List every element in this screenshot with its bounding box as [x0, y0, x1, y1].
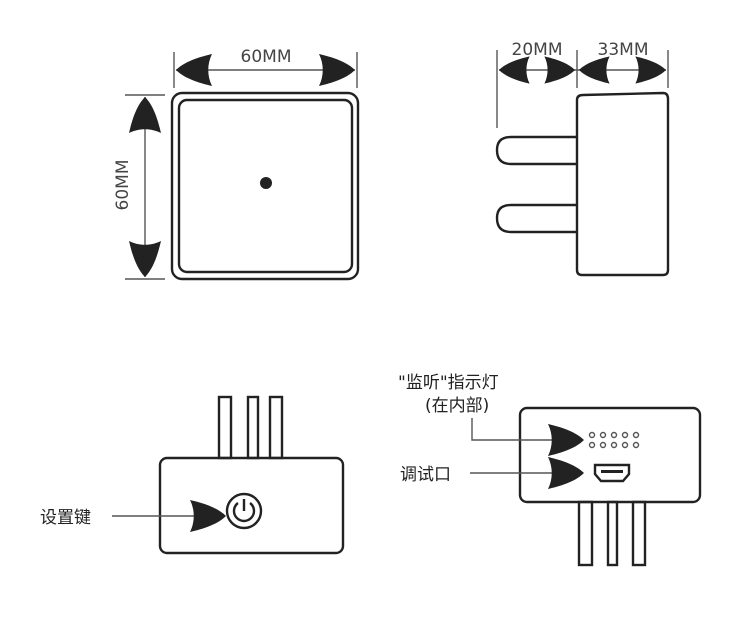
prong-top	[495, 135, 577, 166]
device-body	[575, 91, 670, 277]
prong	[217, 395, 233, 460]
prong	[577, 500, 594, 567]
bottom-right-view: "监听"指示灯 (在内部) 调试口	[398, 373, 702, 567]
width-label: 60MM	[241, 47, 292, 67]
prong	[631, 500, 647, 567]
usb-port-slot	[601, 470, 623, 473]
arrow-right-icon	[319, 54, 355, 86]
setup-button-label: 设置键	[40, 508, 91, 528]
arrow-right-icon	[548, 424, 584, 456]
height-label: 60MM	[113, 160, 133, 211]
arrow-down-icon	[129, 241, 161, 277]
prong-length-label: 20MM	[512, 40, 563, 60]
prong	[606, 500, 619, 567]
device-face	[177, 98, 354, 274]
arrow-right-icon	[190, 500, 226, 532]
arrow-left-icon	[499, 56, 530, 84]
height-dimension: 60MM	[113, 94, 165, 280]
indicator-label: "监听"指示灯	[398, 373, 499, 393]
power-button-icon	[225, 492, 263, 530]
indicator-dot	[260, 177, 272, 189]
device-body	[518, 406, 702, 504]
device-body	[158, 456, 345, 555]
micro-usb-port-icon	[593, 463, 631, 483]
prong	[246, 395, 260, 460]
front-view: 60MM 60MM	[113, 47, 360, 281]
prong	[268, 395, 284, 460]
arrow-up-icon	[129, 97, 161, 133]
debug-port-label: 调试口	[400, 465, 451, 485]
bottom-left-view: 设置键	[40, 395, 345, 555]
side-view: 20MM 33MM	[495, 40, 670, 277]
arrow-left-icon	[579, 56, 610, 84]
device-outline	[170, 91, 360, 281]
width-dimension: 60MM	[173, 47, 358, 88]
indicator-sublabel: (在内部)	[425, 396, 489, 416]
arrow-right-icon	[548, 457, 584, 489]
arrow-right-icon	[544, 56, 575, 84]
depth-label: 33MM	[598, 40, 649, 60]
prong-bottom	[495, 203, 577, 234]
indicator-leds-icon	[588, 431, 640, 449]
arrow-right-icon	[635, 56, 666, 84]
arrow-left-icon	[176, 54, 212, 86]
